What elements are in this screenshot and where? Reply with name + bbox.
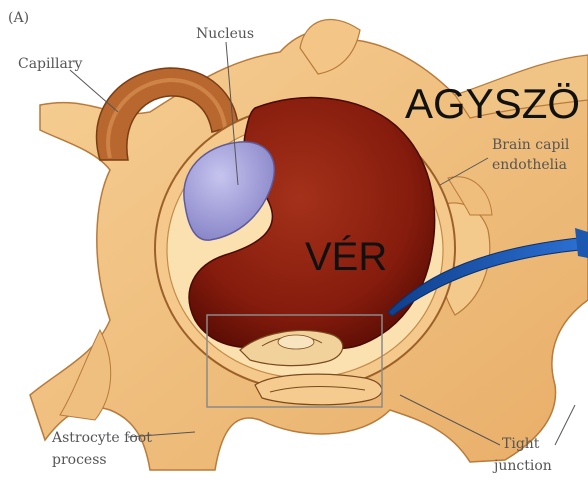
panel-label: (A) xyxy=(8,10,29,26)
brain-capillary-label-line2: endothelia xyxy=(492,157,567,173)
astrocyte-label-line1: Astrocyte foot xyxy=(51,430,152,446)
tight-junction-label-line2: junction xyxy=(492,458,552,474)
astrocyte-label-line2: process xyxy=(52,452,107,468)
agyszov-overlay: AGYSZÖ xyxy=(405,80,580,127)
tight-junction-label-line1: Tight xyxy=(502,436,540,452)
nucleus-label: Nucleus xyxy=(196,26,254,42)
brain-capillary-label-line1: Brain capil xyxy=(492,137,570,153)
capillary-label: Capillary xyxy=(18,56,82,72)
ver-overlay: VÉR xyxy=(305,234,387,279)
